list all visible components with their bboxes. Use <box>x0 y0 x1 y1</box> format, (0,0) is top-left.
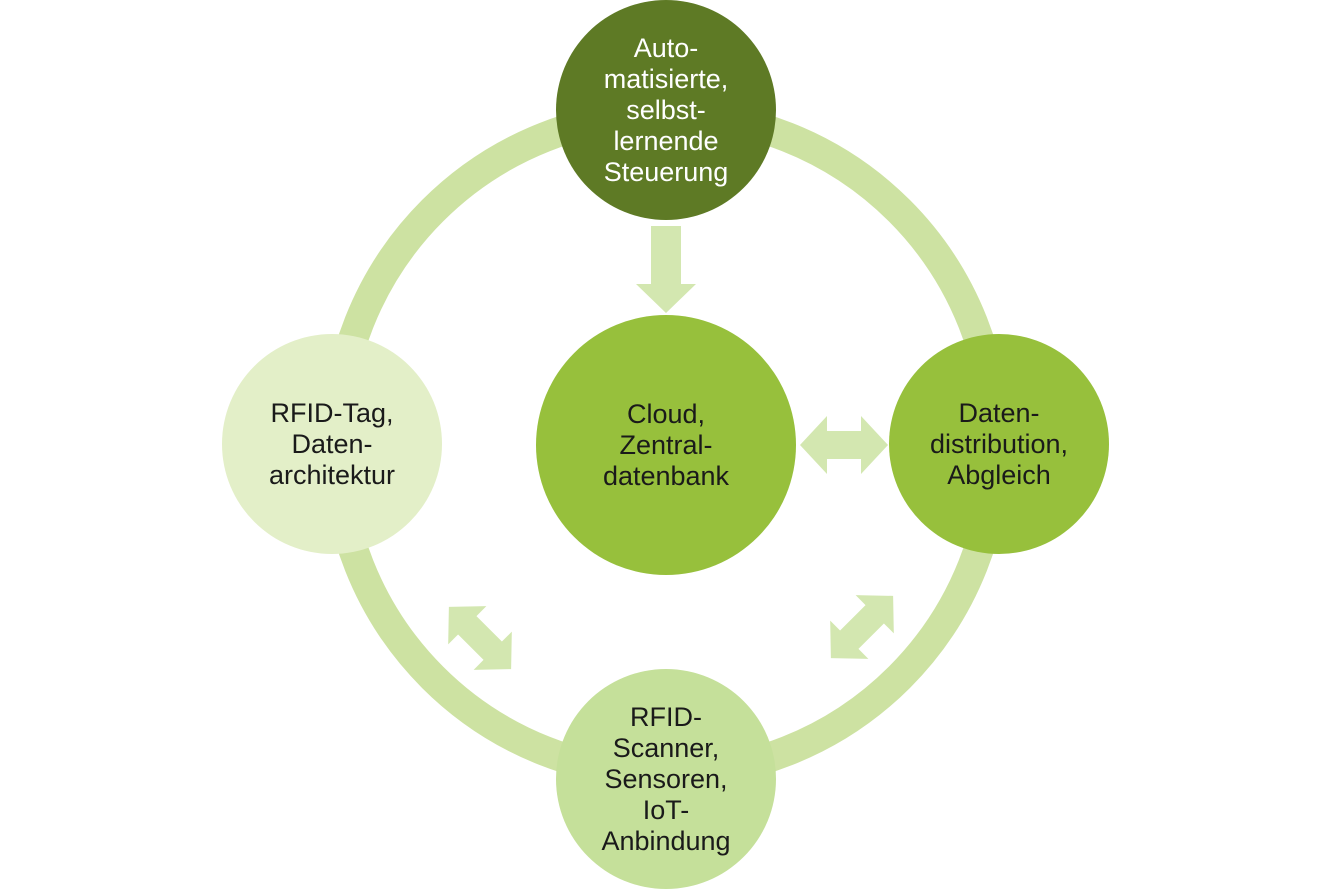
double-arrow-bottom-right <box>830 595 894 659</box>
double-arrow-left-bottom <box>448 606 512 670</box>
node-rfid-scanner-label: RFID- Scanner, Sensoren, IoT- Anbindung <box>601 701 731 856</box>
node-cloud-database: Cloud, Zentral- datenbank <box>536 315 796 575</box>
node-data-distribution: Daten- distribution, Abgleich <box>889 334 1109 554</box>
node-rfid-scanner: RFID- Scanner, Sensoren, IoT- Anbindung <box>556 669 776 889</box>
node-data-distribution-label: Daten- distribution, Abgleich <box>929 397 1069 490</box>
double-arrow-center-right <box>800 416 888 474</box>
arrow-down-to-center <box>636 226 696 313</box>
node-automated-control-label: Auto- matisierte, selbst- lernende Steue… <box>603 32 729 187</box>
node-rfid-tag-label: RFID-Tag, Daten- architektur <box>268 397 396 490</box>
node-cloud-database-label: Cloud, Zentral- datenbank <box>602 398 730 491</box>
node-automated-control: Auto- matisierte, selbst- lernende Steue… <box>556 0 776 220</box>
node-rfid-tag: RFID-Tag, Daten- architektur <box>222 334 442 554</box>
